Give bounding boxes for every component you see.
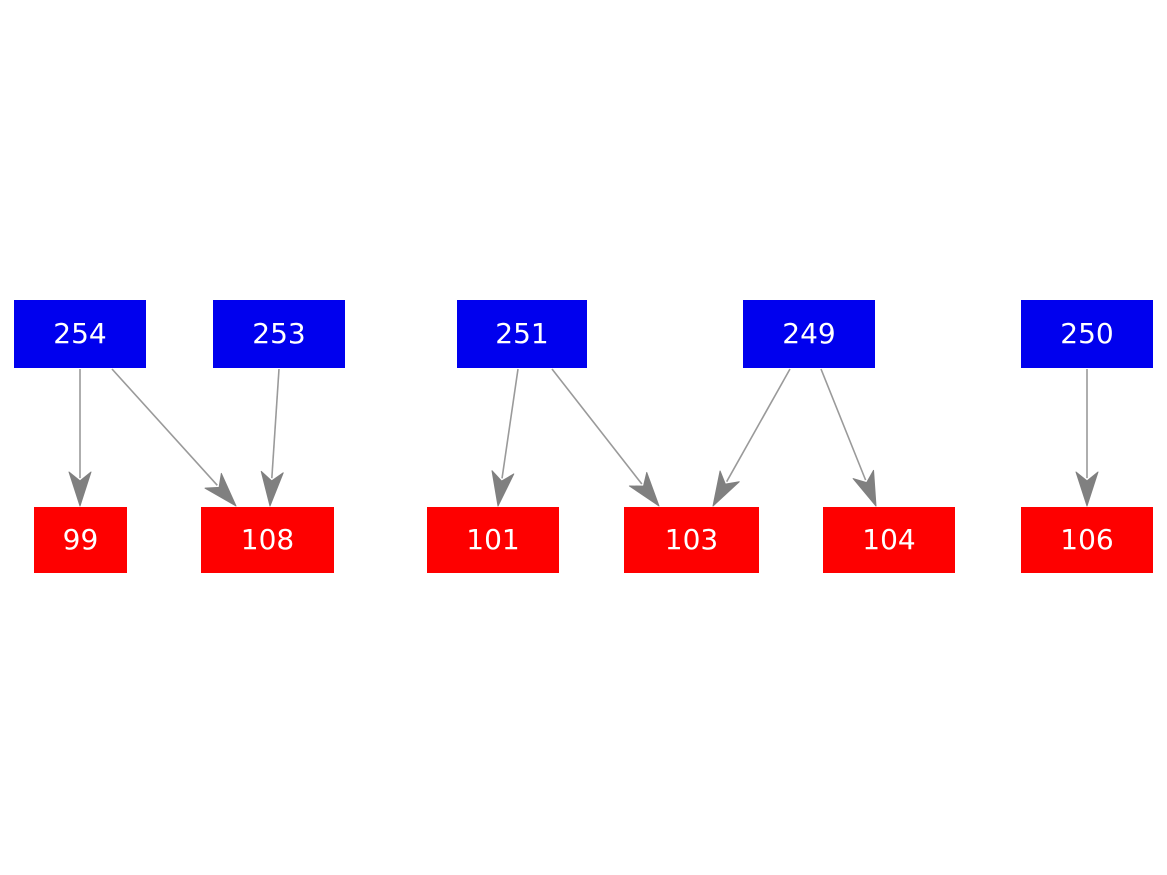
edge-shaft: [820, 368, 867, 481]
node-box[interactable]: [213, 300, 345, 368]
node-104[interactable]: 104: [823, 507, 955, 573]
node-box[interactable]: [201, 507, 334, 573]
node-box[interactable]: [34, 507, 127, 573]
edge-254-to-108: [111, 368, 237, 507]
nodes-layer: 254 253 251 249 250 99 108 101 103 104 106: [14, 300, 1153, 573]
arrowhead-icon: [852, 469, 877, 507]
node-box[interactable]: [743, 300, 875, 368]
arrowhead-icon: [628, 471, 660, 507]
edge-253-to-108: [260, 368, 284, 507]
node-108[interactable]: 108: [201, 507, 334, 573]
edge-251-to-103: [551, 368, 660, 507]
edge-254-to-99: [68, 369, 92, 507]
edges-layer: [68, 368, 1099, 507]
edge-249-to-104: [820, 368, 877, 507]
arrowhead-icon: [1075, 471, 1099, 507]
node-254[interactable]: 254: [14, 300, 146, 368]
node-99[interactable]: 99: [34, 507, 127, 573]
node-box[interactable]: [823, 507, 955, 573]
node-106[interactable]: 106: [1021, 507, 1153, 573]
arrowhead-icon: [204, 472, 237, 507]
arrowhead-icon: [491, 470, 515, 507]
node-253[interactable]: 253: [213, 300, 345, 368]
edge-shaft: [111, 368, 218, 486]
node-box[interactable]: [1021, 507, 1153, 573]
node-box[interactable]: [624, 507, 759, 573]
edge-shaft: [501, 368, 519, 479]
node-250[interactable]: 250: [1021, 300, 1153, 368]
node-box[interactable]: [427, 507, 559, 573]
edge-shaft: [551, 368, 643, 485]
node-box[interactable]: [14, 300, 146, 368]
node-249[interactable]: 249: [743, 300, 875, 368]
edge-249-to-103: [712, 368, 791, 507]
arrowhead-icon: [260, 470, 284, 507]
edge-shaft: [725, 368, 791, 483]
node-box[interactable]: [1021, 300, 1153, 368]
node-103[interactable]: 103: [624, 507, 759, 573]
node-101[interactable]: 101: [427, 507, 559, 573]
edge-shaft: [271, 368, 280, 479]
arrowhead-icon: [68, 471, 92, 507]
edge-250-to-106: [1075, 369, 1099, 507]
arrowhead-icon: [712, 470, 740, 507]
node-box[interactable]: [457, 300, 587, 368]
node-251[interactable]: 251: [457, 300, 587, 368]
edge-251-to-101: [491, 368, 519, 507]
